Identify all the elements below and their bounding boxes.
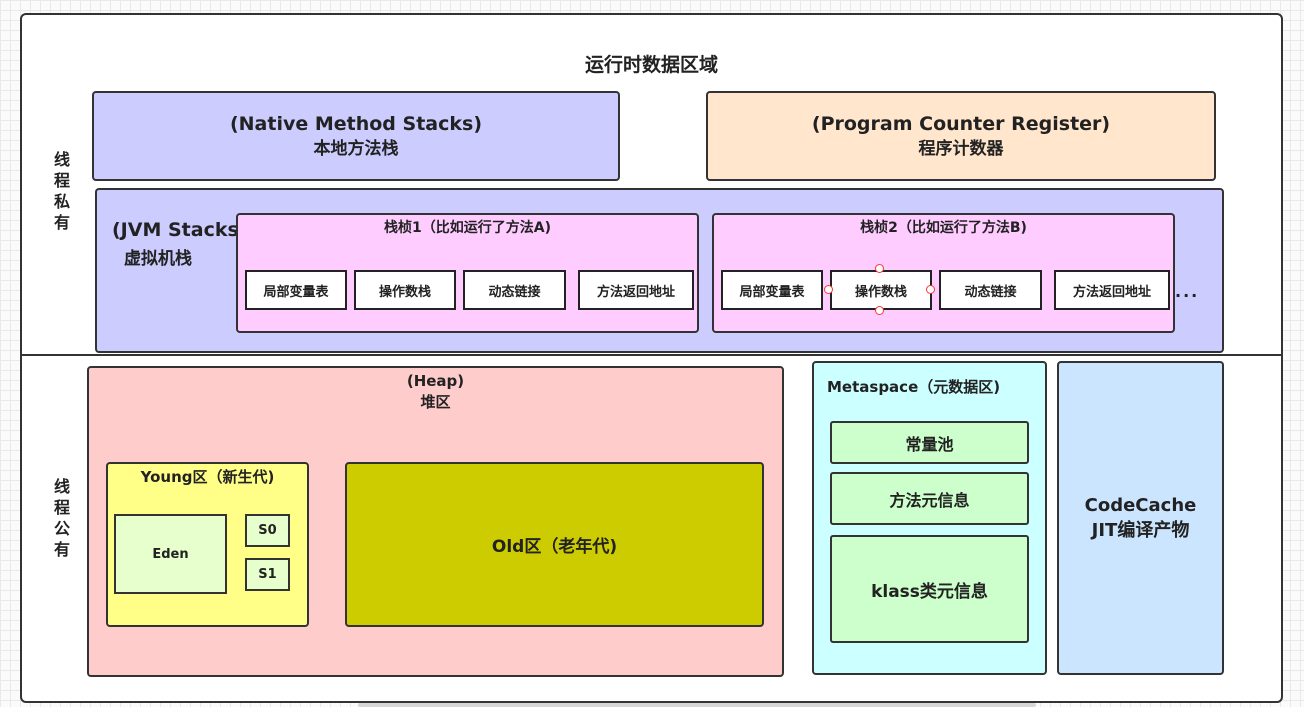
return-address: 方法返回地址: [578, 270, 694, 310]
heap-title: (Heap) 堆区: [406, 372, 465, 411]
klass-metadata: klass类元信息: [830, 535, 1029, 643]
diagram-title: 运行时数据区域: [584, 54, 718, 76]
stack-frame-1-title: 栈桢1（比如运行了方法A): [384, 220, 551, 236]
dynamic-linking: 动态链接: [939, 270, 1042, 310]
selection-handle-bottom[interactable]: [875, 306, 884, 315]
codecache-subtitle: JIT编译产物: [1091, 520, 1190, 541]
local-variable-table: 局部变量表: [245, 270, 347, 310]
eden-space: Eden: [114, 514, 227, 594]
more-frames-ellipsis: ...: [1175, 282, 1200, 301]
method-metadata: 方法元信息: [830, 472, 1029, 525]
horizontal-scrollbar[interactable]: [358, 703, 1036, 707]
stack-frame-1: 栈桢1（比如运行了方法A) 局部变量表 操作数栈 动态链接 方法返回地址: [236, 213, 699, 333]
metaspace-title: Metaspace（元数据区): [827, 378, 1001, 396]
native-stacks-subtitle: 本地方法栈: [313, 139, 399, 159]
jvm-stacks-subtitle: 虚拟机栈: [124, 249, 192, 269]
private-shared-divider: [20, 354, 1283, 356]
native-method-stacks-box: (Native Method Stacks) 本地方法栈: [92, 91, 620, 181]
young-generation-title: Young区（新生代): [140, 468, 275, 486]
codecache-title: CodeCache: [1084, 495, 1197, 516]
codecache-box: CodeCache JIT编译产物: [1057, 361, 1224, 675]
pc-register-subtitle: 程序计数器: [918, 139, 1004, 159]
operand-stack-selected[interactable]: 操作数栈: [830, 270, 932, 310]
native-stacks-title: (Native Method Stacks): [229, 113, 483, 135]
old-generation-box: Old区（老年代): [345, 462, 764, 627]
selection-handle-left[interactable]: [824, 285, 833, 294]
dynamic-linking: 动态链接: [463, 270, 566, 310]
stack-frame-2-title: 栈桢2（比如运行了方法B): [860, 220, 1027, 236]
survivor-s0: S0: [245, 514, 290, 547]
stack-frame-2: 栈桢2（比如运行了方法B) 局部变量表 操作数栈 动态链接 方法返回地址: [712, 213, 1175, 333]
operand-stack: 操作数栈: [354, 270, 456, 310]
selection-handle-right[interactable]: [926, 285, 935, 294]
jvm-stacks-title: (JVM Stacks): [112, 219, 242, 241]
constant-pool: 常量池: [830, 421, 1029, 464]
selection-handle-top[interactable]: [875, 264, 884, 273]
thread-private-label: 线 程 私 有: [53, 150, 70, 232]
local-variable-table: 局部变量表: [721, 270, 823, 310]
pc-register-title: (Program Counter Register): [811, 113, 1111, 135]
survivor-s1: S1: [245, 558, 290, 591]
program-counter-register-box: (Program Counter Register) 程序计数器: [706, 91, 1216, 181]
return-address: 方法返回地址: [1054, 270, 1170, 310]
thread-shared-label: 线 程 公 有: [53, 477, 70, 559]
